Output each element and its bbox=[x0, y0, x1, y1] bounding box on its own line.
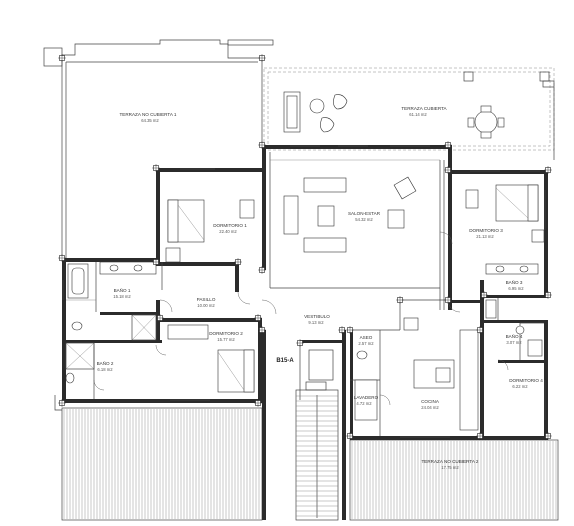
walls bbox=[62, 145, 548, 520]
area-lavadero: 4.72 m2 bbox=[356, 401, 372, 406]
area-bano-3: 6.95 m2 bbox=[508, 286, 524, 291]
label-terraza-cubierta: TERRAZA CUBIERTA bbox=[401, 106, 447, 111]
label-pasillo: PASILLO bbox=[197, 297, 216, 302]
area-pasillo: 10.00 m2 bbox=[197, 303, 215, 308]
area-terraza-no-cubierta-1: 64.35 m2 bbox=[141, 118, 159, 123]
area-aseo: 2.57 m2 bbox=[358, 341, 374, 346]
area-terraza-no-cubierta-2: 17.75 m2 bbox=[441, 465, 459, 470]
area-dormitorio-2: 15.77 m2 bbox=[217, 337, 235, 342]
staircase bbox=[295, 381, 339, 521]
label-dormitorio-1: DORMITORIO 1 bbox=[213, 223, 247, 228]
label-bano-4: BAÑO 4 bbox=[506, 333, 523, 339]
area-vestibulo: 9.13 m2 bbox=[308, 320, 324, 325]
label-vestibulo: VESTIBULO bbox=[304, 314, 330, 319]
area-bano-2: 6.18 m2 bbox=[97, 367, 113, 372]
label-aseo: ASEO bbox=[360, 335, 373, 340]
area-salon-estar: 54.32 m2 bbox=[355, 217, 373, 222]
area-dormitorio-3: 21.13 m2 bbox=[476, 234, 494, 239]
label-dormitorio-4: DORMITORIO 4 bbox=[509, 378, 543, 383]
label-cocina: COCINA bbox=[421, 399, 440, 404]
terrace-hatched-left bbox=[61, 407, 263, 521]
label-salon-estar: SALON-ESTAR bbox=[348, 211, 381, 216]
label-bano-2: BAÑO 2 bbox=[97, 360, 114, 366]
area-terraza-cubierta: 61.14 m2 bbox=[409, 112, 427, 117]
label-dormitorio-2: DORMITORIO 2 bbox=[209, 331, 243, 336]
area-bano-1: 15.18 m2 bbox=[113, 294, 131, 299]
label-bano-3: BAÑO 3 bbox=[506, 279, 523, 285]
windows bbox=[62, 145, 546, 438]
interior-lines bbox=[65, 152, 544, 436]
label-terraza-no-cubierta-2: TERRAZA NO CUBIERTA 2 bbox=[421, 459, 478, 464]
label-bano-1: BAÑO 1 bbox=[114, 287, 131, 293]
area-dormitorio-1: 22.40 m2 bbox=[219, 229, 237, 234]
doors bbox=[93, 231, 509, 406]
terrace-hatched-right bbox=[349, 439, 559, 521]
room-labels: TERRAZA NO CUBIERTA 1 64.35 m2 TERRAZA C… bbox=[97, 106, 544, 470]
label-dormitorio-3: DORMITORIO 3 bbox=[469, 228, 503, 233]
area-cocina: 24.04 m2 bbox=[421, 405, 439, 410]
area-bano-4: 3.07 m2 bbox=[506, 340, 522, 345]
furniture bbox=[65, 91, 545, 431]
unit-code: B15-A bbox=[276, 358, 294, 364]
area-dormitorio-4: 6.22 m2 bbox=[512, 384, 528, 389]
label-lavadero: LAVADERO bbox=[354, 395, 379, 400]
column-markers bbox=[58, 54, 552, 440]
label-terraza-no-cubierta-1: TERRAZA NO CUBIERTA 1 bbox=[119, 112, 176, 117]
